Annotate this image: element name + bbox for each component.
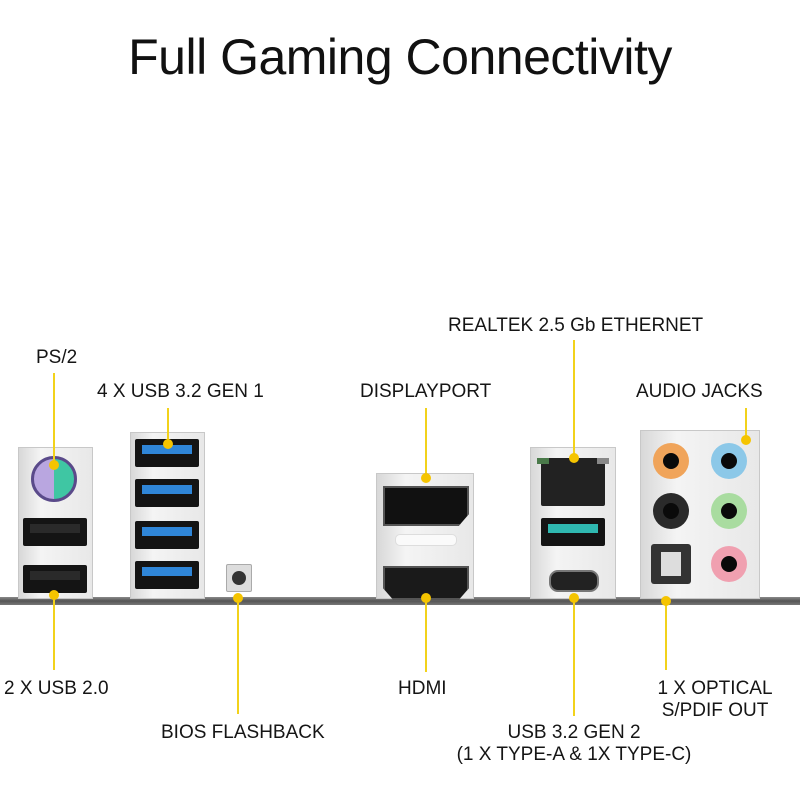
- label-ethernet: REALTEK 2.5 Gb ETHERNET: [448, 315, 704, 336]
- usb32-gen2-type-c-port: [549, 570, 599, 592]
- bios-flashback-button[interactable]: [226, 564, 252, 592]
- usb20-port-1: [23, 518, 87, 546]
- lan-usb-gen2-panel: [530, 447, 616, 599]
- audio-jack-pink: [711, 546, 747, 582]
- callout-line-ethernet: [573, 340, 575, 458]
- callout-dot-displayport: [421, 473, 431, 483]
- callout-dot-optical: [661, 596, 671, 606]
- video-panel: [376, 473, 474, 600]
- lan-led-right: [597, 458, 609, 464]
- label-usb32-gen2-line1: USB 3.2 GEN 2: [507, 722, 641, 743]
- callout-line-usb20: [53, 598, 55, 670]
- callout-dot-hdmi: [421, 593, 431, 603]
- usb32-gen1-panel: [130, 432, 205, 599]
- audio-jack-blue: [711, 443, 747, 479]
- audio-jack-black: [653, 493, 689, 529]
- callout-line-audio: [745, 408, 747, 440]
- callout-line-displayport: [425, 408, 427, 478]
- motherboard-edge: [0, 597, 800, 605]
- label-displayport: DISPLAYPORT: [360, 381, 492, 402]
- callout-dot-ethernet: [569, 453, 579, 463]
- usb20-port-2: [23, 565, 87, 593]
- usb32-gen1-port-2: [135, 479, 199, 507]
- callout-line-usb32-gen1: [167, 408, 169, 444]
- label-usb20: 2 X USB 2.0: [4, 678, 109, 699]
- label-ps2: PS/2: [36, 347, 78, 368]
- label-hdmi: HDMI: [398, 678, 447, 699]
- callout-dot-usb20: [49, 590, 59, 600]
- label-usb32-gen2: USB 3.2 GEN 2 (1 X TYPE-A & 1X TYPE-C): [440, 722, 708, 766]
- audio-panel: [640, 430, 760, 599]
- label-usb32-gen2-line2: (1 X TYPE-A & 1X TYPE-C): [456, 744, 692, 765]
- usb32-gen2-type-a-port: [541, 518, 605, 546]
- callout-line-optical: [665, 600, 667, 670]
- callout-line-bios: [237, 598, 239, 714]
- callout-dot-audio: [741, 435, 751, 445]
- callout-line-hdmi: [425, 600, 427, 672]
- lan-led-left: [537, 458, 549, 464]
- callout-dot-ps2: [49, 460, 59, 470]
- label-usb32-gen1: 4 X USB 3.2 GEN 1: [97, 381, 264, 402]
- label-optical-line1: 1 X OPTICAL: [657, 678, 773, 699]
- divider-notch: [395, 534, 457, 546]
- bios-button-cap: [232, 571, 246, 585]
- usb32-gen1-port-4: [135, 561, 199, 589]
- callout-line-usb32-gen2: [573, 600, 575, 716]
- ethernet-port: [537, 458, 609, 506]
- callout-dot-usb32-gen1: [163, 439, 173, 449]
- label-bios-flashback: BIOS FLASHBACK: [161, 722, 325, 743]
- optical-shutter: [661, 552, 681, 576]
- ps2-port: [31, 456, 77, 502]
- label-optical: 1 X OPTICAL S/PDIF OUT: [650, 678, 780, 722]
- label-optical-line2: S/PDIF OUT: [661, 700, 769, 721]
- usb32-gen1-port-3: [135, 521, 199, 549]
- audio-jack-orange: [653, 443, 689, 479]
- label-audio-jacks: AUDIO JACKS: [636, 381, 763, 402]
- callout-dot-bios: [233, 593, 243, 603]
- page-title: Full Gaming Connectivity: [128, 29, 672, 85]
- displayport-port: [383, 486, 469, 526]
- callout-dot-usb32-gen2: [569, 593, 579, 603]
- optical-spdif-port: [651, 544, 691, 584]
- ps2-usb20-panel: [18, 447, 93, 599]
- callout-line-ps2: [53, 373, 55, 463]
- audio-jack-green: [711, 493, 747, 529]
